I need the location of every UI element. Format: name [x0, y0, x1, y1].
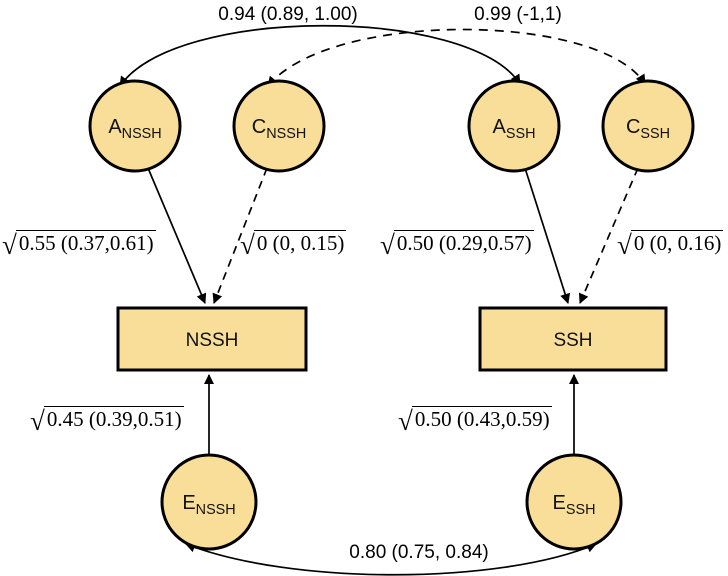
radical-sign-icon: √ — [2, 229, 17, 260]
e-ssh-label: ESSH — [553, 492, 596, 518]
path-c-nssh — [212, 167, 268, 304]
path-a-nssh — [147, 167, 207, 304]
c-nssh-circle — [232, 79, 326, 173]
path-label-c-ssh: √0 (0, 0.16) — [617, 229, 724, 260]
e-nssh-circle — [160, 453, 258, 551]
path-label-a-nssh: √0.55 (0.37,0.61) — [2, 230, 156, 259]
latent-node-a-ssh[interactable]: ASSH — [467, 79, 561, 173]
c-ssh-circle — [601, 79, 695, 173]
a-ssh-label: ASSH — [493, 116, 536, 142]
path-c-nssh-ci: (0, 0.15) — [272, 231, 345, 255]
nssh-rect — [116, 306, 308, 372]
path-a-ssh-value: 0.50 — [396, 231, 434, 255]
correlation-a-label: 0.94 (0.89, 1.00) — [218, 4, 357, 25]
path-label-a-ssh: √0.50 (0.29,0.57) — [380, 230, 534, 259]
path-e-ssh-value: 0.50 — [414, 407, 452, 431]
radical-sign-icon: √ — [240, 229, 255, 260]
path-label-c-nssh: √0 (0, 0.15) — [240, 229, 347, 260]
a-nssh-circle — [88, 79, 182, 173]
observed-node-ssh[interactable]: SSH — [478, 306, 668, 372]
correlation-arc-e — [185, 542, 597, 576]
radical-sign-icon: √ — [380, 229, 395, 260]
latent-node-a-nssh[interactable]: ANSSH — [88, 79, 182, 173]
path-e-ssh-ci: (0.43,0.59) — [456, 407, 550, 431]
path-a-ssh — [524, 167, 571, 304]
path-label-e-ssh: √0.50 (0.43,0.59) — [398, 406, 552, 435]
path-c-ssh-ci: (0, 0.16) — [649, 231, 722, 255]
path-a-nssh-ci: (0.37,0.61) — [60, 231, 154, 255]
e-ssh-circle — [525, 453, 623, 551]
c-nssh-label: CNSSH — [252, 116, 306, 142]
a-ssh-circle — [467, 79, 561, 173]
observed-node-nssh[interactable]: NSSH — [116, 306, 308, 372]
latent-node-c-ssh[interactable]: CSSH — [601, 79, 695, 173]
e-nssh-label: ENSSH — [182, 492, 235, 518]
radical-sign-icon: √ — [617, 229, 632, 260]
nssh-rect-label: NSSH — [186, 330, 239, 351]
latent-node-e-ssh[interactable]: ESSH — [525, 453, 623, 551]
path-e-nssh-ci: (0.39,0.51) — [88, 407, 182, 431]
ssh-rect-label: SSH — [553, 330, 592, 351]
path-c-ssh-value: 0 — [633, 231, 645, 255]
path-a-nssh-value: 0.55 — [18, 231, 56, 255]
radical-sign-icon: √ — [398, 405, 413, 436]
path-c-nssh-value: 0 — [256, 231, 268, 255]
latent-node-e-nssh[interactable]: ENSSH — [160, 453, 258, 551]
a-nssh-label: ANSSH — [108, 116, 161, 142]
ssh-rect — [478, 306, 668, 372]
correlation-e-label: 0.80 (0.75, 0.84) — [349, 542, 488, 563]
path-a-ssh-ci: (0.29,0.57) — [438, 231, 532, 255]
correlation-arc-a — [119, 24, 521, 87]
path-c-ssh — [578, 167, 639, 304]
latent-node-c-nssh[interactable]: CNSSH — [232, 79, 326, 173]
radical-sign-icon: √ — [30, 405, 45, 436]
path-e-nssh-value: 0.45 — [46, 407, 84, 431]
path-label-e-nssh: √0.45 (0.39,0.51) — [30, 406, 184, 435]
c-ssh-label: CSSH — [626, 116, 670, 142]
correlation-arc-c — [267, 28, 646, 87]
correlation-c-label: 0.99 (-1,1) — [474, 4, 562, 25]
